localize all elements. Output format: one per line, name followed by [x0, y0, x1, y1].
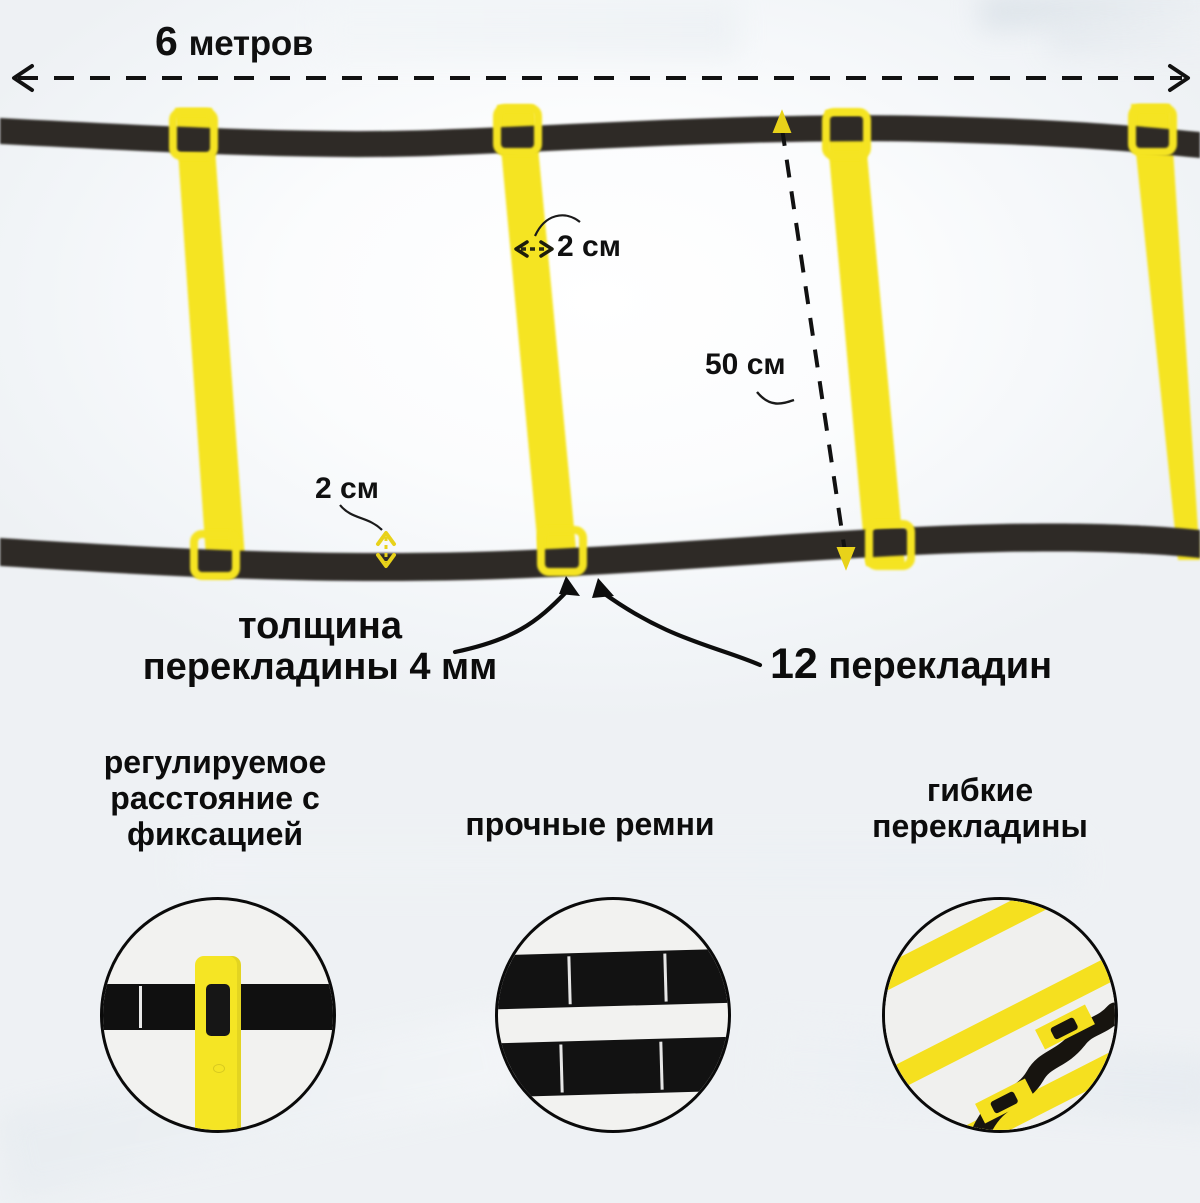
- rung-count-note: 12 перекладин: [770, 640, 1052, 689]
- strap-width-arrow: [339, 504, 396, 568]
- strap-stitch: [559, 1044, 564, 1093]
- top-strap: [0, 115, 1200, 158]
- strap-stitch: [663, 953, 668, 1002]
- arrow-head-icon: [559, 576, 580, 596]
- flexible-rung-photo: [885, 900, 1115, 1130]
- bottom-strap: [0, 523, 1200, 582]
- strap-slot: [206, 984, 230, 1036]
- strap-width-label: 2 см: [315, 472, 379, 505]
- rung-width-label: 2 см: [557, 230, 621, 263]
- feature-adjustable-caption: регулируемое расстояние с фиксацией: [25, 744, 405, 852]
- feature-caption-line: гибкие: [926, 772, 1034, 808]
- rung-thickness-line-1: толщина: [237, 605, 403, 647]
- rung-thickness-note: толщина перекладины 4 мм: [60, 605, 580, 689]
- rung-width-arrow: [514, 214, 581, 258]
- arrow-down-icon: [836, 547, 856, 571]
- feature-flexible-caption: гибкие перекладины: [790, 772, 1170, 845]
- yellow-rung: [195, 956, 241, 1130]
- arrow-up-icon: [772, 109, 792, 133]
- detail-photo-flexible-rungs: [882, 897, 1118, 1133]
- leader-line: [533, 214, 581, 237]
- spacing-dimension-line: [756, 109, 856, 571]
- black-strap: [498, 1036, 728, 1098]
- leader-line: [339, 504, 383, 531]
- rung-count-word: перекладин: [828, 645, 1053, 687]
- ladder-rungs: [175, 104, 1200, 572]
- detail-photo-adjustable: [100, 897, 336, 1133]
- rung-thickness-line-2: перекладины 4 мм: [142, 646, 498, 689]
- feature-straps-caption: прочные ремни: [400, 806, 780, 843]
- leader-line: [756, 391, 795, 405]
- strap-stitch: [567, 956, 572, 1005]
- arrow-left-icon: [12, 64, 34, 92]
- feature-caption-line: расстояние с: [110, 779, 320, 816]
- arrow-right-icon: [1168, 64, 1190, 92]
- rung-buckles: [169, 104, 1177, 580]
- detail-photo-straps: [495, 897, 731, 1133]
- arrow-head-icon: [592, 578, 614, 598]
- total-length-label: 6 метров: [155, 18, 313, 65]
- total-length-unit: метров: [188, 24, 314, 63]
- feature-caption-line: прочные ремни: [465, 806, 715, 842]
- feature-caption-line: регулируемое: [103, 744, 327, 780]
- total-length-value: 6: [155, 18, 178, 64]
- callout-arrows: [452, 576, 763, 668]
- rung-spacing-label: 50 см: [705, 348, 786, 381]
- length-dimension-line: [12, 64, 1190, 92]
- feature-caption-line: фиксацией: [126, 815, 304, 852]
- rung-dimple: [213, 1064, 225, 1073]
- rung-count-number: 12: [770, 640, 818, 688]
- strap-stitch: [659, 1041, 664, 1090]
- feature-caption-line: перекладины: [872, 807, 1088, 844]
- feature-section: регулируемое расстояние с фиксацией проч…: [0, 744, 1200, 1165]
- black-strap: [498, 948, 728, 1010]
